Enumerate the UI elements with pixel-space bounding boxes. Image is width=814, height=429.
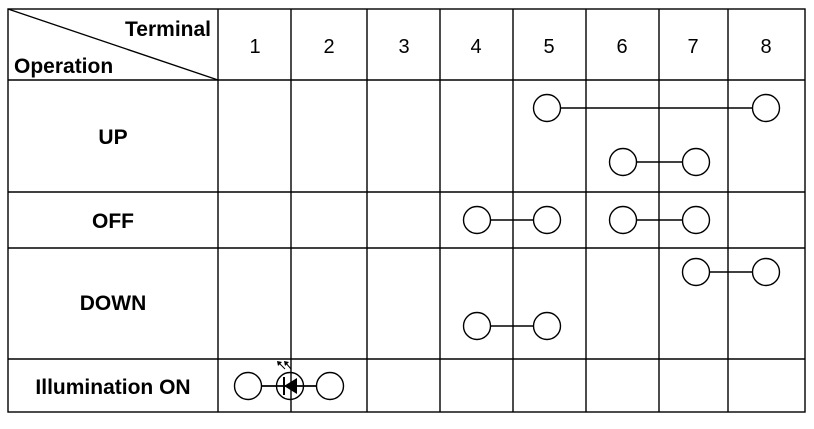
terminal-contact-7 — [681, 205, 711, 235]
terminal-contact-6 — [608, 205, 638, 235]
terminal-contact-4 — [462, 311, 492, 341]
terminal-contact-7 — [681, 257, 711, 287]
terminal-number-5: 5 — [543, 36, 554, 58]
terminal-number-7: 7 — [687, 36, 698, 58]
connection-marks — [233, 93, 781, 401]
operation-label-off: OFF — [92, 210, 134, 233]
header-terminal-label: Terminal — [125, 18, 211, 41]
terminal-contact-2 — [315, 371, 345, 401]
led-emission-arrow-head — [284, 361, 289, 366]
terminal-contact-8 — [751, 257, 781, 287]
terminal-number-row: 1 2 3 4 5 6 7 8 — [249, 36, 771, 58]
terminal-contact-8 — [751, 93, 781, 123]
operation-label-down: DOWN — [80, 292, 147, 315]
terminal-number-6: 6 — [616, 36, 627, 58]
corner-diagonal — [7, 8, 219, 81]
terminal-contact-7 — [681, 147, 711, 177]
terminal-contact-5 — [532, 93, 562, 123]
operation-label-up: UP — [98, 126, 127, 149]
terminal-contact-1 — [233, 371, 263, 401]
header-operation-label: Operation — [14, 55, 113, 78]
terminal-number-8: 8 — [760, 36, 771, 58]
terminal-contact-5 — [532, 311, 562, 341]
terminal-number-2: 2 — [323, 36, 334, 58]
terminal-number-4: 4 — [470, 36, 481, 58]
led-emission-arrow-head — [277, 361, 282, 366]
terminal-contact-5 — [532, 205, 562, 235]
operation-label-illumination-on: Illumination ON — [35, 376, 190, 399]
terminal-contact-6 — [608, 147, 638, 177]
terminal-contact-4 — [462, 205, 492, 235]
terminal-number-3: 3 — [398, 36, 409, 58]
table-grid — [7, 8, 806, 413]
led-diode-triangle — [284, 378, 297, 394]
table-border — [7, 8, 806, 413]
terminal-number-1: 1 — [249, 36, 260, 58]
